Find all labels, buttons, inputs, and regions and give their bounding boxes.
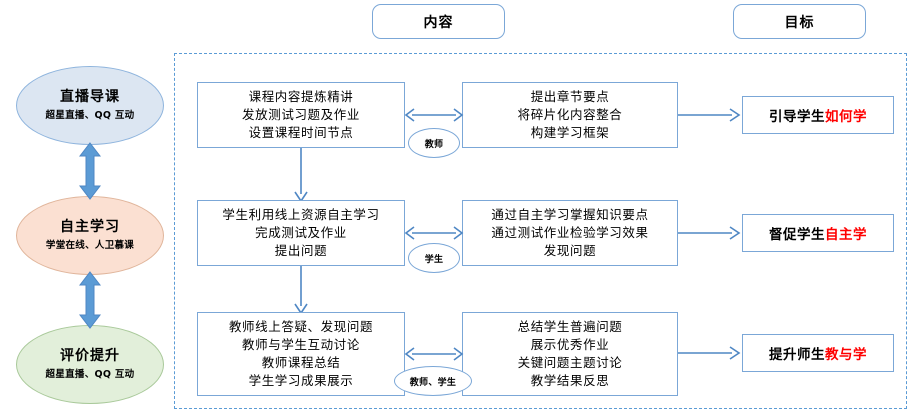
content-line: 完成测试及作业 <box>255 224 347 240</box>
actor-label-row1: 教师 <box>424 139 444 150</box>
content-line: 教师线上答疑、发现问题 <box>228 318 374 334</box>
content-line: 提出问题 <box>274 243 328 259</box>
row2-goal-arrow <box>678 226 741 240</box>
content-line: 发放测试习题及作业 <box>242 106 360 122</box>
stage-connector-arrow-1 <box>77 142 103 200</box>
goal-box-row1[interactable]: 引导学生如何学 <box>742 96 894 134</box>
stage-subtitle-live-class: 超星直播、QQ 互动 <box>45 110 135 122</box>
content-line: 教学结果反思 <box>530 373 610 389</box>
content-line: 教师课程总结 <box>261 355 341 370</box>
goal-prefix-row1: 引导学生 <box>769 109 825 125</box>
content-line: 通过自主学习掌握知识要点 <box>491 206 649 222</box>
content-line: 构建学习框架 <box>530 125 610 141</box>
content-line: 设置课程时间节点 <box>248 125 354 141</box>
actor-label-row2: 学生 <box>424 254 444 265</box>
content-box-row3-left[interactable]: 教师线上答疑、发现问题 教师与学生互动讨论 教师课程总结 学生学习成果展示 <box>197 312 405 396</box>
header-goal-pill: 目标 <box>733 4 866 39</box>
content-box-row2-left[interactable]: 学生利用线上资源自主学习 完成测试及作业 提出问题 <box>197 200 405 266</box>
header-goal-label: 目标 <box>784 14 815 31</box>
dashed-boundary <box>174 53 907 409</box>
header-content-label: 内容 <box>423 14 454 31</box>
stage-ellipse-evaluation[interactable]: 评价提升 超星直播、QQ 互动 <box>16 325 164 404</box>
content-line: 展示优秀作业 <box>530 336 610 352</box>
stage-ellipse-live-class[interactable]: 直播导课 超星直播、QQ 互动 <box>16 66 164 145</box>
content-line: 学生学习成果展示 <box>248 373 354 389</box>
content-box-row2-right[interactable]: 通过自主学习掌握知识要点 通过测试作业检验学习效果 发现问题 <box>462 200 678 266</box>
content-line: 教师与学生互动讨论 <box>242 336 360 352</box>
content-box-row3-right[interactable]: 总结学生普遍问题 展示优秀作业 关键问题主题讨论 教学结果反思 <box>462 312 678 396</box>
goal-text-row3: 提升师生教与学 <box>769 343 867 363</box>
content-line: 关键问题主题讨论 <box>517 355 623 370</box>
goal-prefix-row3: 提升师生 <box>769 347 825 363</box>
row3-goal-arrow <box>678 346 741 360</box>
row2-bidirectional-arrow <box>404 225 464 241</box>
content-box-row1-left[interactable]: 课程内容提炼精讲 发放测试习题及作业 设置课程时间节点 <box>197 82 405 148</box>
content-line: 学生利用线上资源自主学习 <box>222 206 380 222</box>
stage-title-live-class: 直播导课 <box>60 89 120 106</box>
content-line: 发现问题 <box>543 243 597 259</box>
goal-text-row2: 督促学生自主学 <box>769 223 867 243</box>
content-line: 提出章节要点 <box>530 88 610 104</box>
actor-ellipse-row3: 教师、学生 <box>394 366 472 396</box>
content-line: 课程内容提炼精讲 <box>248 88 354 104</box>
content-line: 将碎片化内容整合 <box>517 106 623 122</box>
actor-label-row3: 教师、学生 <box>409 377 457 388</box>
row1-goal-arrow <box>678 108 741 122</box>
row1-to-row2-arrow <box>294 148 308 203</box>
goal-highlight-row1: 如何学 <box>825 109 867 125</box>
stage-subtitle-self-study: 学堂在线、人卫慕课 <box>45 240 135 252</box>
content-line: 总结学生普遍问题 <box>517 318 623 334</box>
stage-title-evaluation: 评价提升 <box>60 348 120 365</box>
header-content-pill: 内容 <box>372 4 505 39</box>
goal-text-row1: 引导学生如何学 <box>769 105 867 125</box>
goal-highlight-row2: 自主学 <box>825 227 867 243</box>
actor-ellipse-row2: 学生 <box>408 243 460 273</box>
stage-subtitle-evaluation: 超星直播、QQ 互动 <box>45 369 135 381</box>
row1-bidirectional-arrow <box>404 107 464 123</box>
goal-prefix-row2: 督促学生 <box>769 227 825 243</box>
goal-highlight-row3: 教与学 <box>825 347 867 363</box>
goal-box-row3[interactable]: 提升师生教与学 <box>742 334 894 372</box>
content-box-row1-right[interactable]: 提出章节要点 将碎片化内容整合 构建学习框架 <box>462 82 678 148</box>
goal-box-row2[interactable]: 督促学生自主学 <box>742 214 894 252</box>
actor-ellipse-row1: 教师 <box>408 128 460 158</box>
stage-ellipse-self-study[interactable]: 自主学习 学堂在线、人卫慕课 <box>16 196 164 275</box>
stage-connector-arrow-2 <box>77 271 103 329</box>
content-line: 通过测试作业检验学习效果 <box>491 224 649 240</box>
row3-bidirectional-arrow <box>404 346 464 362</box>
row2-to-row3-arrow <box>294 266 308 315</box>
stage-title-self-study: 自主学习 <box>60 219 120 236</box>
